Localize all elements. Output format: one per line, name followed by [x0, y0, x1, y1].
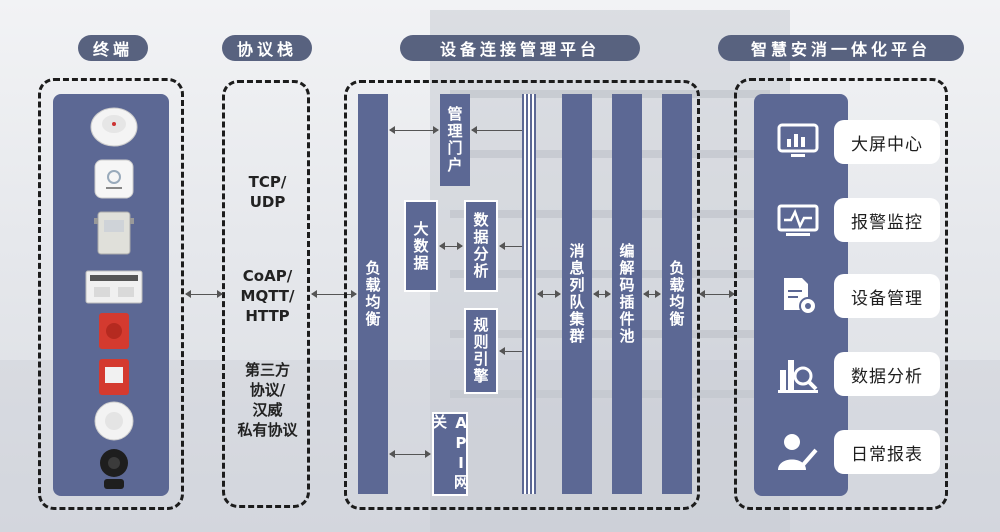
background-window — [450, 90, 770, 98]
app-data-analysis[interactable]: 数据分析 — [770, 350, 940, 398]
alarm-monitor-icon — [770, 196, 826, 244]
api-gateway-label: API网关 — [430, 414, 470, 491]
monitor-chart-icon — [770, 118, 826, 166]
connector-bus-portal — [471, 126, 522, 134]
connector-queue-codec — [593, 290, 611, 298]
header-platform: 设备连接管理平台 — [400, 35, 640, 61]
connector-codec-lb — [643, 290, 661, 298]
protocol-text-line: 汉威 — [252, 401, 283, 419]
data-analysis-box: 数据分析 — [464, 200, 498, 292]
smart-platform-group — [734, 78, 948, 510]
connector-bigdata-analysis — [439, 242, 463, 250]
protocol-third-party: 第三方 协议/ 汉威 私有协议 — [220, 360, 315, 440]
load-balancer-right: 负载均衡 — [662, 94, 692, 494]
protocol-text-line: TCP/ — [248, 173, 287, 191]
protocol-text-line: MQTT/ — [240, 287, 295, 305]
load-balancer-left: 负载均衡 — [358, 94, 388, 494]
data-bus — [522, 94, 536, 494]
app-big-screen[interactable]: 大屏中心 — [770, 118, 940, 166]
data-magnifier-icon — [770, 350, 826, 398]
connector-lb-portal — [389, 126, 439, 134]
user-report-icon — [770, 428, 826, 476]
rule-engine-box: 规则引擎 — [464, 308, 498, 394]
connector-protocol-platform — [311, 290, 357, 298]
connector-platform-smart — [699, 290, 735, 298]
platform-group — [344, 80, 700, 510]
protocol-text-line: 第三方 — [244, 361, 290, 379]
app-label: 大屏中心 — [834, 120, 940, 164]
app-alarm-monitor[interactable]: 报警监控 — [770, 196, 940, 244]
api-gateway-box: API网关 — [430, 412, 470, 496]
header-protocol: 协议栈 — [222, 35, 312, 61]
message-queue-cluster: 消息列队集群 — [562, 94, 592, 494]
app-daily-report[interactable]: 日常报表 — [770, 428, 940, 476]
app-label: 报警监控 — [834, 198, 940, 242]
big-data-box: 大数据 — [404, 200, 438, 292]
connector-terminal-protocol — [185, 290, 223, 298]
device-gear-icon — [770, 272, 826, 320]
protocol-text-line: 协议/ — [249, 381, 286, 399]
app-label: 设备管理 — [834, 274, 940, 318]
protocol-text-line: UDP — [249, 193, 286, 211]
app-label: 日常报表 — [834, 430, 940, 474]
background-window — [450, 330, 770, 338]
control-box-icon — [70, 208, 158, 258]
header-smart-platform: 智慧安消一体化平台 — [718, 35, 964, 61]
background-window — [450, 270, 770, 278]
background-window — [450, 150, 770, 158]
protocol-coap-mqtt-http: CoAP/ MQTT/ HTTP — [220, 266, 315, 326]
codec-plugin-pool: 编解码插件池 — [612, 94, 642, 494]
smoke-detector-icon — [70, 100, 158, 150]
connector-lb-api — [389, 450, 431, 458]
protocol-text-line: CoAP/ — [242, 267, 293, 285]
app-label: 数据分析 — [834, 352, 940, 396]
app-device-management[interactable]: 设备管理 — [770, 272, 940, 320]
management-portal: 管理门户 — [440, 94, 470, 186]
header-terminal: 终端 — [78, 35, 148, 61]
connector-bus-analysis — [499, 242, 522, 250]
background-window — [450, 390, 770, 398]
background-window — [450, 210, 770, 218]
manual-call-point-icon — [70, 352, 158, 402]
electrical-monitor-icon — [70, 262, 158, 312]
smoke-detector-round-icon — [70, 396, 158, 446]
protocol-text-line: 私有协议 — [237, 421, 298, 439]
protocol-group — [222, 80, 310, 508]
terminal-group — [38, 78, 184, 510]
protocol-tcp-udp: TCP/ UDP — [220, 172, 315, 212]
connector-bus-queue — [537, 290, 561, 298]
wireless-gateway-icon — [70, 154, 158, 204]
connector-bus-rule — [499, 347, 522, 355]
ip-camera-icon — [70, 444, 158, 494]
fire-alarm-bell-icon — [70, 306, 158, 356]
protocol-text-line: HTTP — [245, 307, 290, 325]
